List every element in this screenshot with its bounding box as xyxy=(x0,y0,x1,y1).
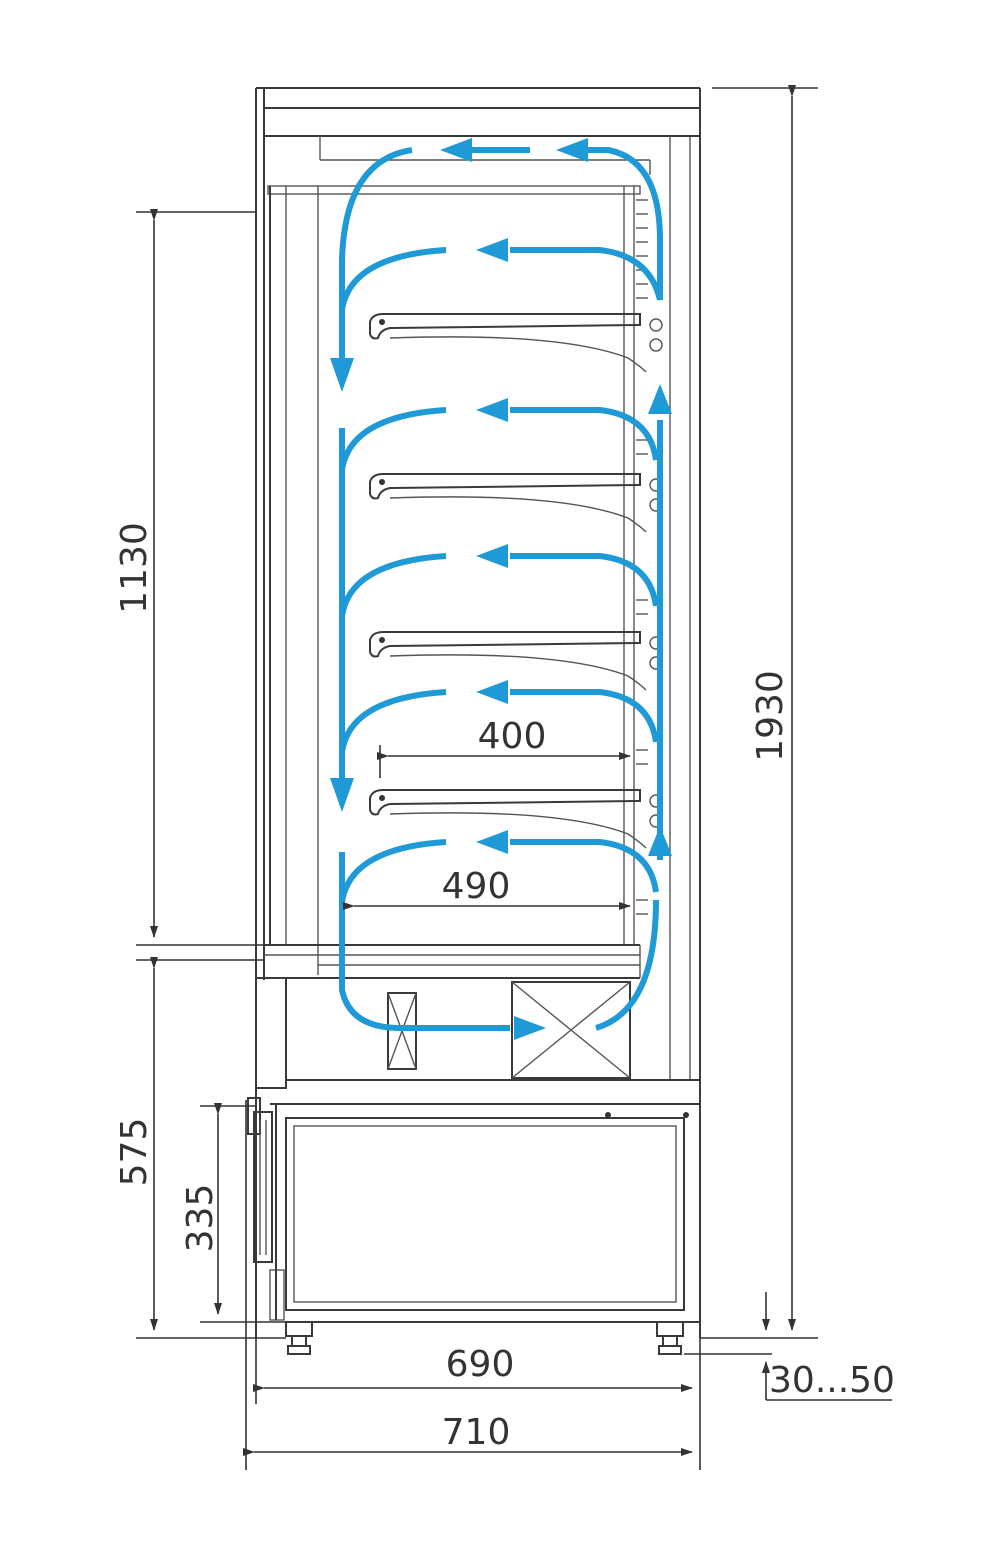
dim-display-height-label: 1130 xyxy=(114,522,155,614)
dim-shelf-depth-top-label: 400 xyxy=(478,716,547,757)
dim-outer-width-label: 710 xyxy=(442,1412,511,1453)
shelf-1 xyxy=(369,313,663,373)
shelf-2 xyxy=(369,473,663,533)
dim-base-height-label: 575 xyxy=(114,1118,155,1187)
shelves xyxy=(369,313,663,849)
dim-feet-adjust-label: 30...50 xyxy=(769,1360,895,1401)
dim-drawer-height-label: 335 xyxy=(180,1184,221,1253)
dimension-lines xyxy=(136,85,892,1470)
shelf-4 xyxy=(369,789,663,849)
dim-total-height-label: 1930 xyxy=(750,670,791,762)
rear-foot xyxy=(656,1321,684,1355)
cabinet-body xyxy=(247,87,701,1355)
front-foot xyxy=(285,1321,313,1355)
dim-inner-width-label: 690 xyxy=(446,1344,515,1385)
evaporator-unit xyxy=(511,981,631,1079)
airflow-arrows xyxy=(330,138,672,1040)
dim-shelf-depth-bottom-label: 490 xyxy=(442,866,511,907)
shelf-3 xyxy=(369,631,663,691)
